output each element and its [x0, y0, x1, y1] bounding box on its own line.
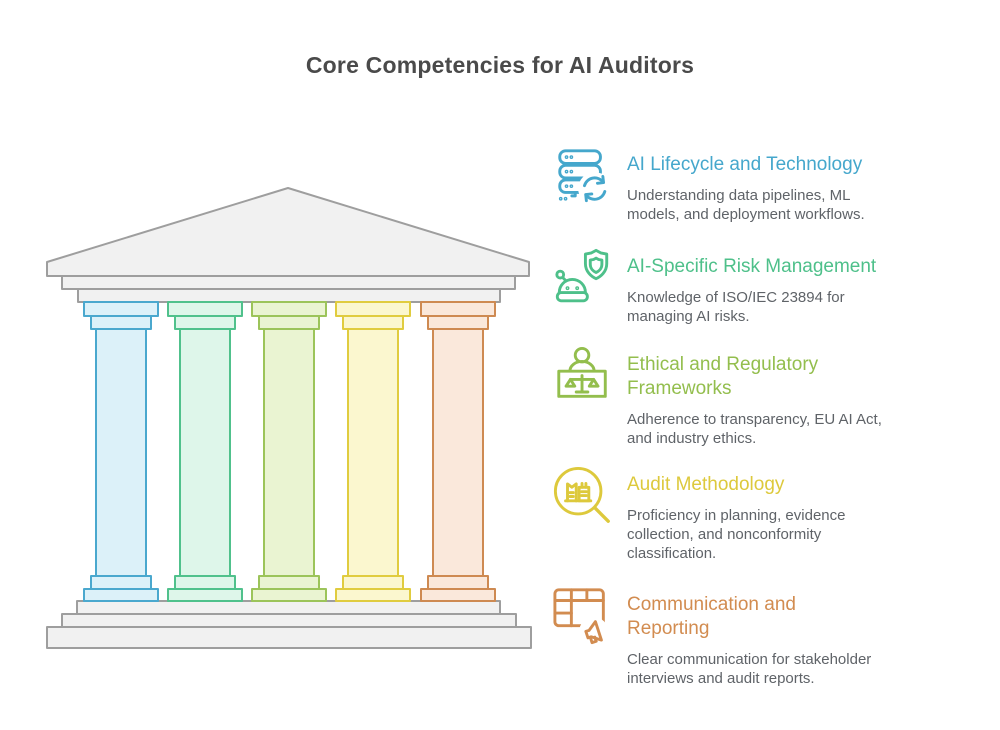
person-scales-icon [552, 345, 616, 409]
pillar-2 [167, 301, 243, 602]
competency-title: Audit Methodology [627, 474, 785, 495]
robot-shield-icon [552, 247, 616, 311]
competency-item-risk-management: AI-Specific Risk Management Knowledge of… [552, 247, 957, 326]
competency-item-ai-lifecycle: AI Lifecycle and Technology Understandin… [552, 145, 957, 224]
competency-description: Knowledge of ISO/IEC 23894 for managing … [627, 289, 845, 325]
step-middle [61, 613, 517, 628]
table-megaphone-icon [552, 585, 616, 649]
competency-description: Understanding data pipelines, ML models,… [627, 187, 865, 223]
competency-title: Communication and Reporting [627, 594, 796, 639]
competency-item-ethical-frameworks: Ethical and Regulatory Frameworks Adhere… [552, 345, 957, 448]
pillar-1 [83, 301, 159, 602]
server-refresh-icon [552, 145, 616, 209]
competency-description: Clear communication for stakeholder inte… [627, 651, 872, 687]
pillar-4 [335, 301, 411, 602]
competency-title: AI Lifecycle and Technology [627, 154, 863, 175]
competency-item-audit-methodology: Audit Methodology Proficiency in plannin… [552, 465, 957, 563]
architrave [61, 275, 516, 290]
temple-structure [46, 187, 532, 649]
competency-title: AI-Specific Risk Management [627, 256, 877, 277]
temple-illustration [46, 187, 532, 649]
step-bottom [46, 626, 532, 649]
pillar-3 [251, 301, 327, 602]
frieze [77, 288, 501, 303]
page-title: Core Competencies for AI Auditors [305, 52, 695, 78]
step-top [76, 600, 501, 615]
magnifier-ledger-icon [552, 465, 616, 529]
pillar-5 [420, 301, 496, 602]
competency-description: Proficiency in planning, evidence collec… [627, 507, 846, 562]
competency-title: Ethical and Regulatory Frameworks [627, 354, 819, 399]
competency-item-communication: Communication and Reporting Clear commun… [552, 585, 957, 688]
competency-description: Adherence to transparency, EU AI Act, an… [627, 411, 882, 447]
pediment [46, 187, 530, 277]
